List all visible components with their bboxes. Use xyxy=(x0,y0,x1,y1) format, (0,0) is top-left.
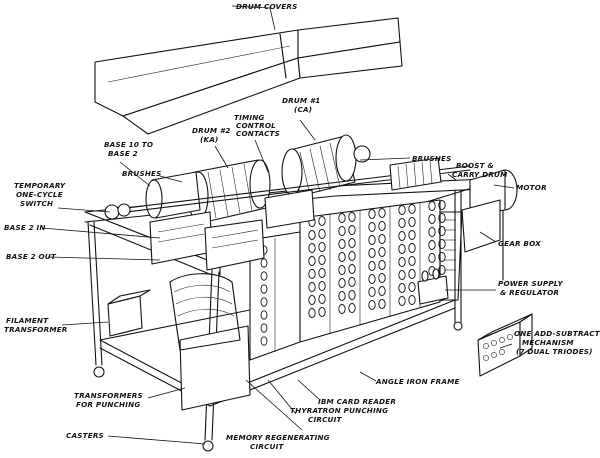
label-base2-out: BASE 2 OUT xyxy=(6,252,57,261)
drums-drawing xyxy=(104,134,471,223)
label-drum2: DRUM #2 xyxy=(192,126,230,135)
label-memory-2: CIRCUIT xyxy=(250,442,284,451)
label-transformers-1: TRANSFORMERS xyxy=(74,391,143,400)
label-base10-2: BASE 2 xyxy=(108,149,138,158)
label-filament-1: FILAMENT xyxy=(6,316,49,325)
label-temp-3: SWITCH xyxy=(20,199,53,208)
label-addsub-1: ONE ADD-SUBTRACT xyxy=(514,329,600,338)
punching-transformers-drawing xyxy=(169,273,251,411)
panels-drawing xyxy=(149,189,315,271)
label-addsub-3: (7 DUAL TRIODES) xyxy=(516,347,593,356)
label-angle-iron: ANGLE IRON FRAME xyxy=(375,377,460,386)
power-supply-drawing xyxy=(417,268,449,305)
label-brushes-right: BRUSHES xyxy=(412,154,452,163)
label-motor: MOTOR xyxy=(516,183,547,192)
label-thyratron-2: CIRCUIT xyxy=(308,415,342,424)
label-filament-2: TRANSFORMER xyxy=(4,325,68,334)
label-temp-1: TEMPORARY xyxy=(14,181,66,190)
label-power-1: POWER SUPPLY xyxy=(498,279,563,288)
label-drum2-sub: (KA) xyxy=(200,135,219,144)
label-memory-1: MEMORY REGENERATING xyxy=(226,433,330,442)
label-transformers-2: FOR PUNCHING xyxy=(76,400,140,409)
tube-racks-drawing xyxy=(249,199,446,361)
label-base2-in: BASE 2 IN xyxy=(4,223,46,232)
labels: DRUM COVERS DRUM #1 (CA) TIMING CONTROL … xyxy=(4,2,600,451)
label-base10-1: BASE 10 TO xyxy=(104,140,153,149)
label-drum1-sub: (CA) xyxy=(294,105,312,114)
label-drum-covers: DRUM COVERS xyxy=(236,2,298,11)
label-boost-2: CARRY DRUM xyxy=(452,170,507,179)
add-subtract-drawing xyxy=(477,313,533,377)
label-power-2: & REGULATOR xyxy=(500,288,559,297)
label-drum1: DRUM #1 xyxy=(282,96,320,105)
leader-lines xyxy=(41,5,515,445)
label-temp-2: ONE-CYCLE xyxy=(16,190,63,199)
label-addsub-2: MECHANISM xyxy=(522,338,574,347)
label-thyratron-1: THYRATRON PUNCHING xyxy=(290,406,388,415)
label-brushes-left: BRUSHES xyxy=(122,169,162,178)
label-timing-2: CONTROL xyxy=(236,121,276,130)
label-timing-1: TIMING xyxy=(234,113,265,122)
drum-covers-drawing xyxy=(94,17,403,135)
motor-gearbox-drawing xyxy=(439,169,518,301)
label-boost-1: BOOST & xyxy=(456,161,494,170)
label-gearbox: GEAR BOX xyxy=(498,239,541,248)
label-timing-3: CONTACTS xyxy=(236,129,280,138)
label-ibm: IBM CARD READER xyxy=(318,397,396,406)
filament-transformer-drawing xyxy=(107,289,151,337)
label-casters: CASTERS xyxy=(66,431,104,440)
